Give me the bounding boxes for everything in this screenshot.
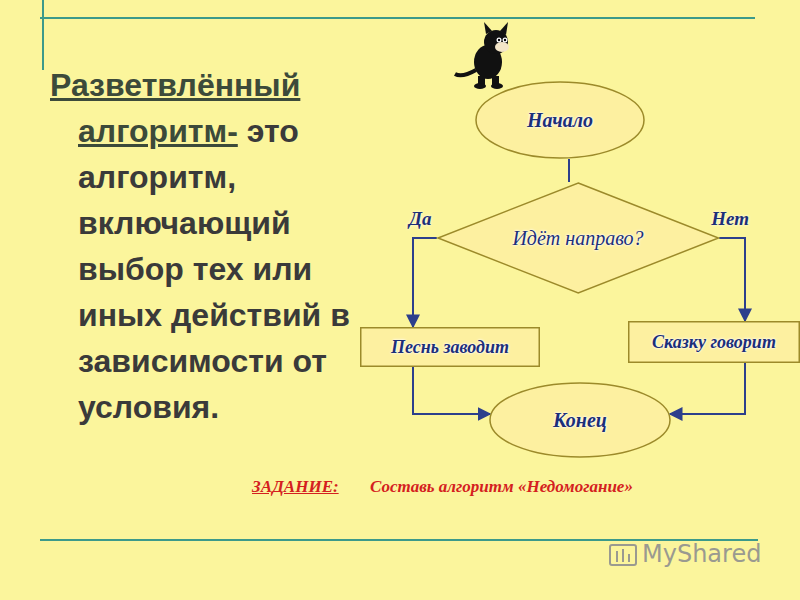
branch-label: Да xyxy=(409,208,431,230)
rule-line xyxy=(42,0,44,70)
definition-text: Разветвлённый алгоритм- это алгоритм, вк… xyxy=(50,62,388,430)
start-ellipse: Начало xyxy=(475,81,645,159)
node-text: Конец xyxy=(553,409,607,432)
watermark-icon xyxy=(610,545,636,565)
process-box: Сказку говорит xyxy=(628,321,800,363)
task-heading: ЗАДАНИЕ: xyxy=(252,477,339,497)
end-ellipse: Конец xyxy=(489,382,671,458)
cat-illustration xyxy=(455,22,509,89)
task-text: Составь алгоритм «Недомогание» xyxy=(370,477,633,497)
rule-line xyxy=(40,17,755,19)
node-text: Сказку говорит xyxy=(652,332,776,353)
branch-label: Нет xyxy=(711,208,749,230)
flow-arrow xyxy=(719,238,745,321)
flow-arrow xyxy=(670,363,745,414)
flow-arrow xyxy=(413,367,490,414)
decision-diamond: Идёт направо? xyxy=(437,182,719,294)
node-text: Песнь заводит xyxy=(391,337,509,358)
watermark: MyShared xyxy=(642,540,761,568)
node-text: Идёт направо? xyxy=(512,227,643,250)
flow-arrow xyxy=(568,159,570,182)
process-box: Песнь заводит xyxy=(360,327,540,367)
definition-body: это алгоритм, включающий выбор тех или и… xyxy=(78,113,350,425)
node-text: Начало xyxy=(527,109,593,132)
flow-arrow xyxy=(413,238,437,327)
